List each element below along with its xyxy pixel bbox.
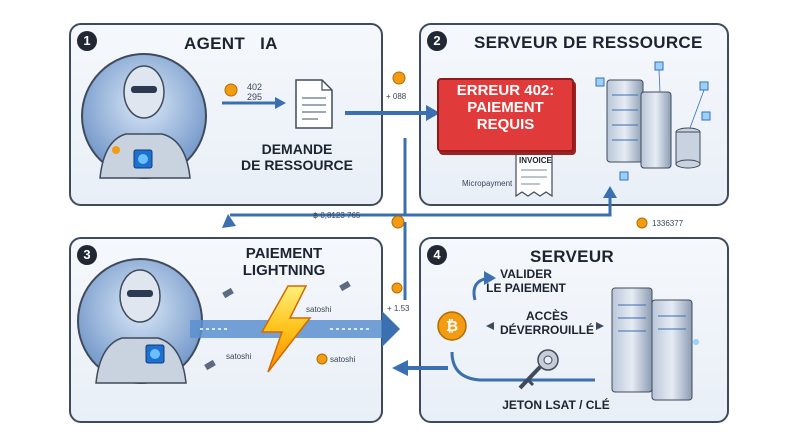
bitcoin-icon (437, 311, 467, 341)
svg-text:₿: ₿ (446, 318, 458, 335)
payment-required-error: ERREUR 402: PAIEMENT REQUIS (437, 78, 574, 152)
plus-153-label: + 1.53 (387, 304, 410, 313)
document-icon (295, 79, 333, 129)
step-number-3: 3 (77, 245, 97, 265)
micropayment-label: Micropayment (462, 179, 513, 188)
amount-right-label: 1336377 (652, 219, 684, 228)
key-icon (518, 349, 559, 390)
satoshi-label-right: satoshi (330, 355, 356, 364)
lightning-payment-title: PAIEMENT LIGHTNING (242, 245, 326, 280)
satoshi-label-left: satoshi (226, 352, 252, 361)
robot-payer-icon (77, 258, 203, 384)
code-402-label: 402 295 (247, 82, 263, 102)
step-number-4: 4 (427, 245, 447, 265)
resource-request-label: DEMANDE DE RESSOURCE (240, 141, 354, 174)
lsat-token-label: JETON LSAT / CLÉ (502, 398, 610, 412)
validation-server-title: SERVEUR (530, 247, 614, 266)
invoice-label: INVOICE (519, 156, 552, 165)
robot-agent-icon (81, 53, 207, 179)
step-number-1: 1 (77, 31, 97, 51)
step-number-2: 2 (427, 31, 447, 51)
plus-088-label: + 088 (386, 92, 407, 101)
server-rack-icon (595, 61, 711, 181)
satoshi-label-top: satoshi (306, 305, 332, 314)
access-unlocked-label: ACCÈS DÉVERROUILLÉ (499, 309, 594, 337)
validate-payment-label: VALIDER LE PAIEMENT (486, 267, 566, 295)
satellite-icon (204, 280, 351, 371)
server-validation-icon (611, 287, 699, 401)
resource-server-title: SERVEUR DE RESSOURCE (474, 33, 703, 52)
error-402-text: ERREUR 402: PAIEMENT REQUIS (456, 82, 555, 133)
amount-left-label: ฿ 0,8123 765 (313, 211, 361, 220)
agent-title: AGENT IA (184, 34, 278, 53)
invoice-icon (515, 151, 553, 198)
lightning-bolt-icon (260, 285, 312, 373)
